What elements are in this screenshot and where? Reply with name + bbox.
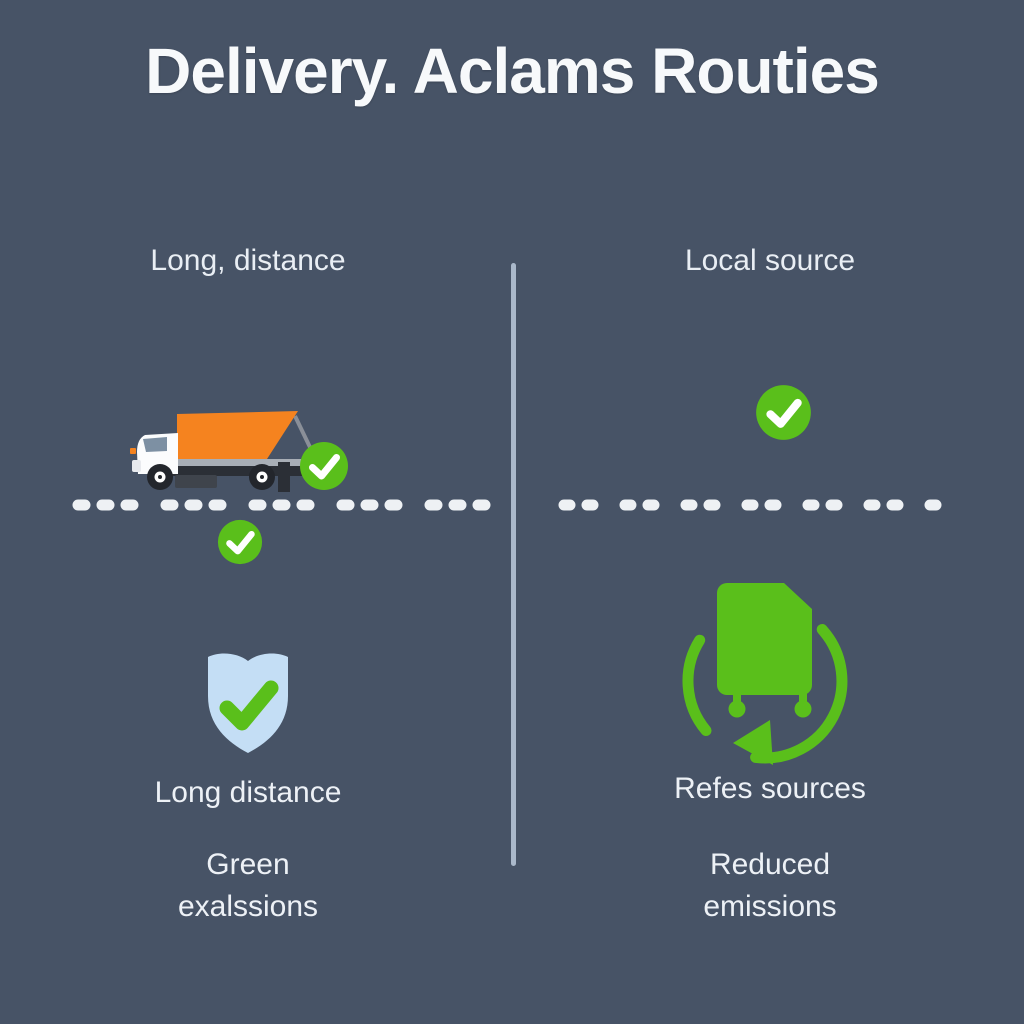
truck-icon (130, 411, 334, 492)
sub-caption-line: Reduced (709, 848, 831, 881)
shield-check-icon (208, 653, 288, 753)
truck-window (143, 437, 167, 452)
column-header-local-source: Local source (684, 244, 856, 277)
column-header-long-distance: Long, distance (150, 244, 346, 277)
dashed-route-line-left (72, 499, 496, 511)
sub-caption-line: exalssions (177, 890, 319, 923)
recycle-package-icon (682, 583, 848, 765)
caption-long-distance: Long distance (154, 776, 342, 809)
dashed-route-line-right (558, 499, 948, 511)
sub-caption-reduced-emissions: Reduced emissions (560, 844, 980, 928)
caption-refes-sources: Refes sources (674, 772, 866, 805)
folded-corner (784, 583, 812, 609)
page-title: Delivery. Aclams Routies (145, 35, 880, 107)
column-divider (511, 263, 516, 866)
check-circle-icon (756, 385, 811, 440)
check-circle-icon (217, 519, 263, 565)
check-circle-icon (300, 442, 348, 490)
sub-caption-green-emissions: Green exalssions (0, 844, 496, 928)
sub-caption-line: emissions (703, 890, 837, 923)
sub-caption-line: Green (206, 848, 290, 881)
truck-cargo (177, 411, 298, 461)
package-body (717, 583, 812, 695)
